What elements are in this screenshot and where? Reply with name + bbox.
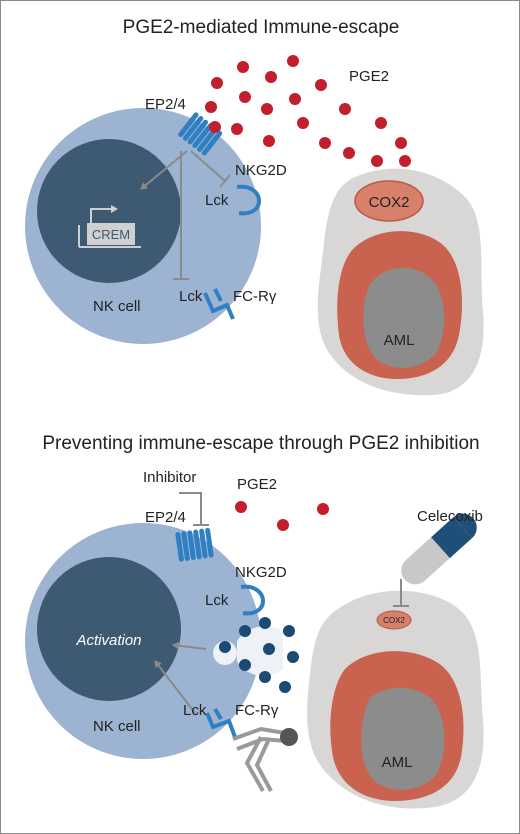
pge2-molecule — [235, 501, 247, 513]
top-nk-cell-label: NK cell — [93, 298, 141, 315]
pge2-molecule — [297, 117, 309, 129]
bottom-fcr-shape-b — [213, 707, 223, 721]
top-ep24-label: EP2/4 — [145, 96, 186, 113]
bottom-panel: Preventing immune-escape through PGE2 in… — [25, 433, 484, 809]
pge2-molecule — [277, 519, 289, 531]
top-cox2-label: COX2 — [369, 194, 410, 211]
top-lck-label-1: Lck — [205, 192, 229, 209]
top-crem-box — [87, 223, 135, 245]
celecoxib-capsule: Celecoxib — [393, 508, 483, 607]
pge2-molecule — [375, 117, 387, 129]
bottom-activation-label: Activation — [75, 632, 141, 649]
bottom-pge2-molecules — [235, 501, 329, 531]
bottom-ep24-label: EP2/4 — [145, 509, 186, 526]
granule — [259, 671, 271, 683]
pge2-molecule — [231, 123, 243, 135]
bottom-aml-label: AML — [382, 754, 413, 771]
granule — [287, 651, 299, 663]
top-inhibit-line-lck1 — [190, 150, 226, 182]
top-signaling-lines — [140, 150, 231, 280]
top-fcr-label: FC-Rγ — [233, 288, 277, 305]
top-cox2-organelle — [354, 180, 424, 222]
top-fcr-shape-b — [213, 288, 223, 302]
bottom-arrow-to-activation — [172, 641, 207, 650]
pge2-molecule — [399, 155, 411, 167]
granule — [239, 659, 251, 671]
pge2-molecule — [211, 77, 223, 89]
granule — [263, 643, 275, 655]
pge2-molecule — [265, 71, 277, 83]
bottom-cox2-organelle — [376, 610, 412, 630]
granule — [259, 617, 271, 629]
pge2-molecule — [261, 103, 273, 115]
pge2-molecule — [395, 137, 407, 149]
pge2-molecule — [343, 147, 355, 159]
granules — [219, 617, 299, 693]
bottom-nk-cell-label: NK cell — [93, 718, 141, 735]
bottom-arrow-lck-to-activation — [154, 660, 196, 714]
antigen-marker — [280, 728, 298, 746]
pge2-molecule — [263, 135, 275, 147]
bottom-cox2-label: COX2 — [383, 616, 405, 625]
top-panel: PGE2-mediated Immune-escape COX2 AML NK … — [25, 17, 484, 396]
top-crem-gene: CREM — [78, 205, 141, 248]
top-pge2-label: PGE2 — [349, 68, 389, 85]
top-nkg2d-shape — [236, 184, 262, 216]
granule — [239, 625, 251, 637]
top-aml-cell: COX2 AML — [317, 168, 484, 396]
bottom-lck-label-2: Lck — [183, 702, 207, 719]
bottom-nucleus — [37, 557, 181, 701]
bottom-nkg2d-receptor: NKG2D Lck — [205, 564, 287, 616]
pge2-molecule — [209, 121, 221, 133]
pge2-molecule — [371, 155, 383, 167]
pge2-molecule — [239, 91, 251, 103]
pge2-molecule — [319, 137, 331, 149]
pge2-molecule — [339, 103, 351, 115]
top-promoter-arrow — [90, 208, 113, 223]
top-fcr-receptor: FC-Rγ Lck — [179, 288, 277, 320]
pge2-molecule — [205, 101, 217, 113]
inhibitor-line — [179, 492, 202, 525]
bottom-lck-label-1: Lck — [205, 592, 229, 609]
top-inhibit-bar-lck1 — [219, 174, 231, 188]
bottom-pge2-label: PGE2 — [237, 476, 277, 493]
antibody — [232, 726, 286, 792]
top-title: PGE2-mediated Immune-escape — [123, 17, 400, 38]
top-crem-label: CREM — [92, 227, 130, 242]
bottom-nkg2d-label: NKG2D — [235, 564, 287, 581]
top-lck-label-2: Lck — [179, 288, 203, 305]
bottom-nk-cell: Activation NK cell — [25, 523, 283, 759]
top-fcr-shape-a — [203, 292, 235, 320]
bottom-fcr-receptor: FC-Rγ Lck — [183, 702, 298, 792]
top-ep24-receptor: EP2/4 — [145, 96, 223, 156]
pge2-molecule — [317, 503, 329, 515]
bottom-aml-core — [361, 687, 445, 790]
pge2-molecule — [315, 79, 327, 91]
top-pge2-molecules — [205, 55, 411, 167]
bottom-aml-cell: COX2 AML — [307, 590, 484, 809]
pge2-molecule — [287, 55, 299, 67]
top-aml-label: AML — [384, 332, 415, 349]
top-nucleus — [37, 139, 181, 283]
bottom-ep24-receptor: EP2/4 Inhibitor — [143, 469, 214, 562]
pge2-molecule — [237, 61, 249, 73]
granule — [283, 625, 295, 637]
top-nk-cell: NK cell — [25, 108, 261, 344]
bottom-nkg2d-shape — [240, 584, 266, 616]
top-arrow-to-crem — [140, 150, 188, 190]
bottom-title: Preventing immune-escape through PGE2 in… — [42, 433, 479, 454]
bottom-fcr-shape-a — [205, 712, 237, 738]
bottom-signaling-lines — [154, 641, 207, 714]
top-nkg2d-receptor: NKG2D Lck — [205, 162, 287, 216]
top-nkg2d-label: NKG2D — [235, 162, 287, 179]
granule — [219, 641, 231, 653]
bottom-fcr-label: FC-Rγ — [235, 702, 279, 719]
inhibitor-label: Inhibitor — [143, 469, 196, 486]
granule — [279, 681, 291, 693]
top-aml-core — [363, 267, 445, 368]
celecoxib-label: Celecoxib — [417, 508, 483, 525]
pge2-molecule — [289, 93, 301, 105]
